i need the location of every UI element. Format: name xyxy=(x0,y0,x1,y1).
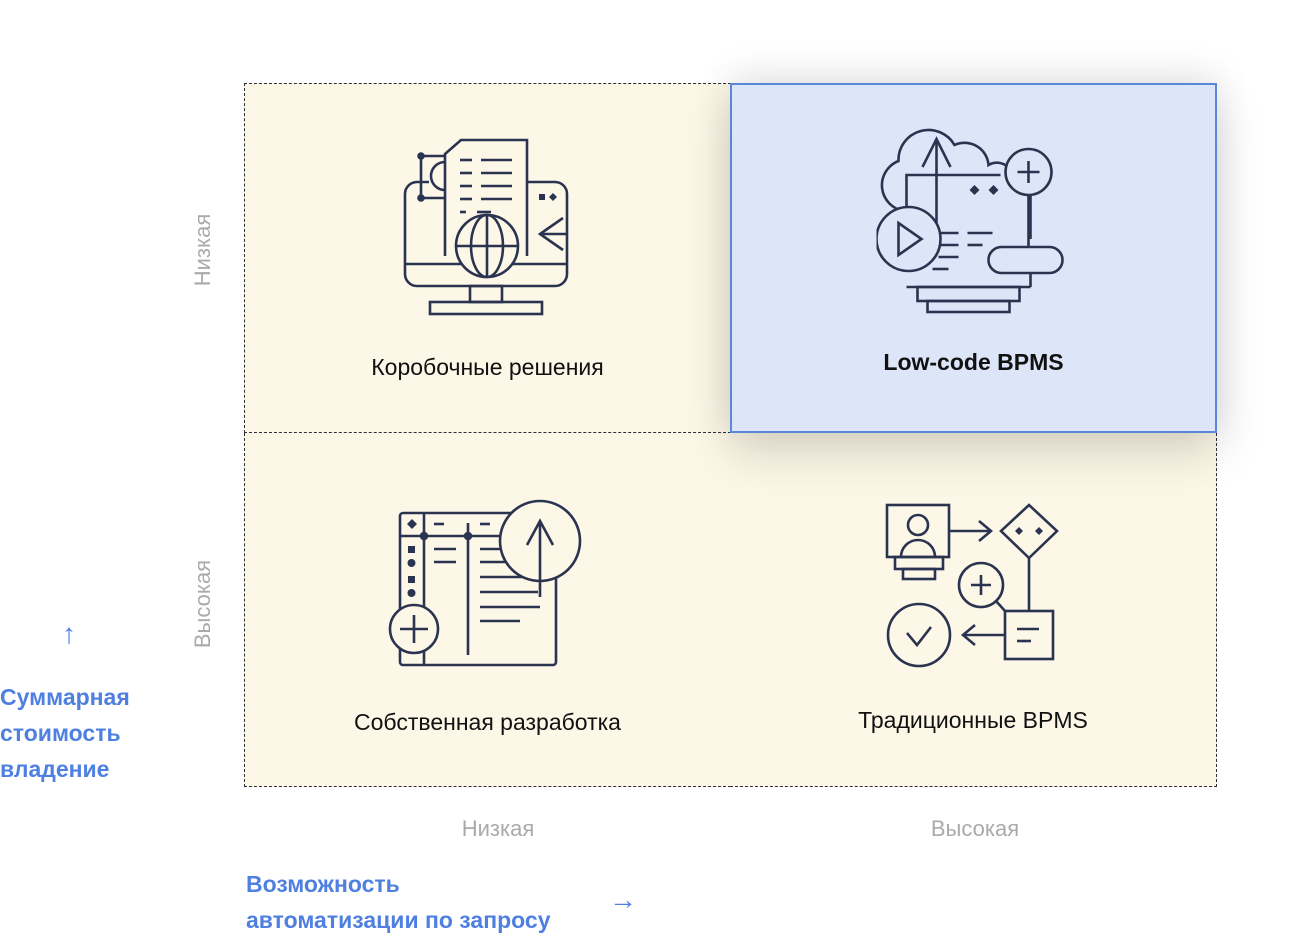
x-axis-title-line: автоматизации по запросу xyxy=(246,907,551,933)
x-axis-tick-low: Низкая xyxy=(461,816,535,841)
y-axis-title-line: владение xyxy=(0,756,110,782)
y-axis-tick-low: Низкая xyxy=(190,213,215,287)
y-axis-title: Суммарная стоимость владение xyxy=(0,679,130,787)
process-flow-icon xyxy=(883,501,1063,676)
quadrant-label: Коробочные решения xyxy=(371,354,604,380)
quadrant-label: Low-code BPMS xyxy=(883,349,1064,375)
table-upload-add-icon xyxy=(388,499,588,679)
cloud-play-document-icon xyxy=(874,119,1071,324)
quadrant-custom-development: Собственная разработка xyxy=(244,433,731,787)
quadrant-boxed-solutions: Коробочные решения xyxy=(244,83,731,433)
x-axis-title-line: Возможность xyxy=(246,871,400,897)
y-axis-tick-high: Высокая xyxy=(190,559,215,649)
comparison-matrix: Коробочные решения xyxy=(244,83,1217,787)
y-axis-title-line: стоимость xyxy=(0,720,121,746)
x-axis-title: Возможность автоматизации по запросу xyxy=(246,866,551,938)
x-axis-tick-high: Высокая xyxy=(930,816,1020,841)
quadrant-traditional-bpms: Традиционные BPMS xyxy=(730,433,1217,787)
quadrant-label: Традиционные BPMS xyxy=(858,707,1088,733)
arrow-right-icon: → xyxy=(609,884,637,915)
arrow-up-icon: ↑ xyxy=(62,618,76,649)
y-axis-title-line: Суммарная xyxy=(0,684,130,710)
quadrant-low-code-bpms: Low-code BPMS xyxy=(730,83,1217,433)
quadrant-label: Собственная разработка xyxy=(354,709,621,735)
monitor-document-globe-icon xyxy=(403,136,573,326)
